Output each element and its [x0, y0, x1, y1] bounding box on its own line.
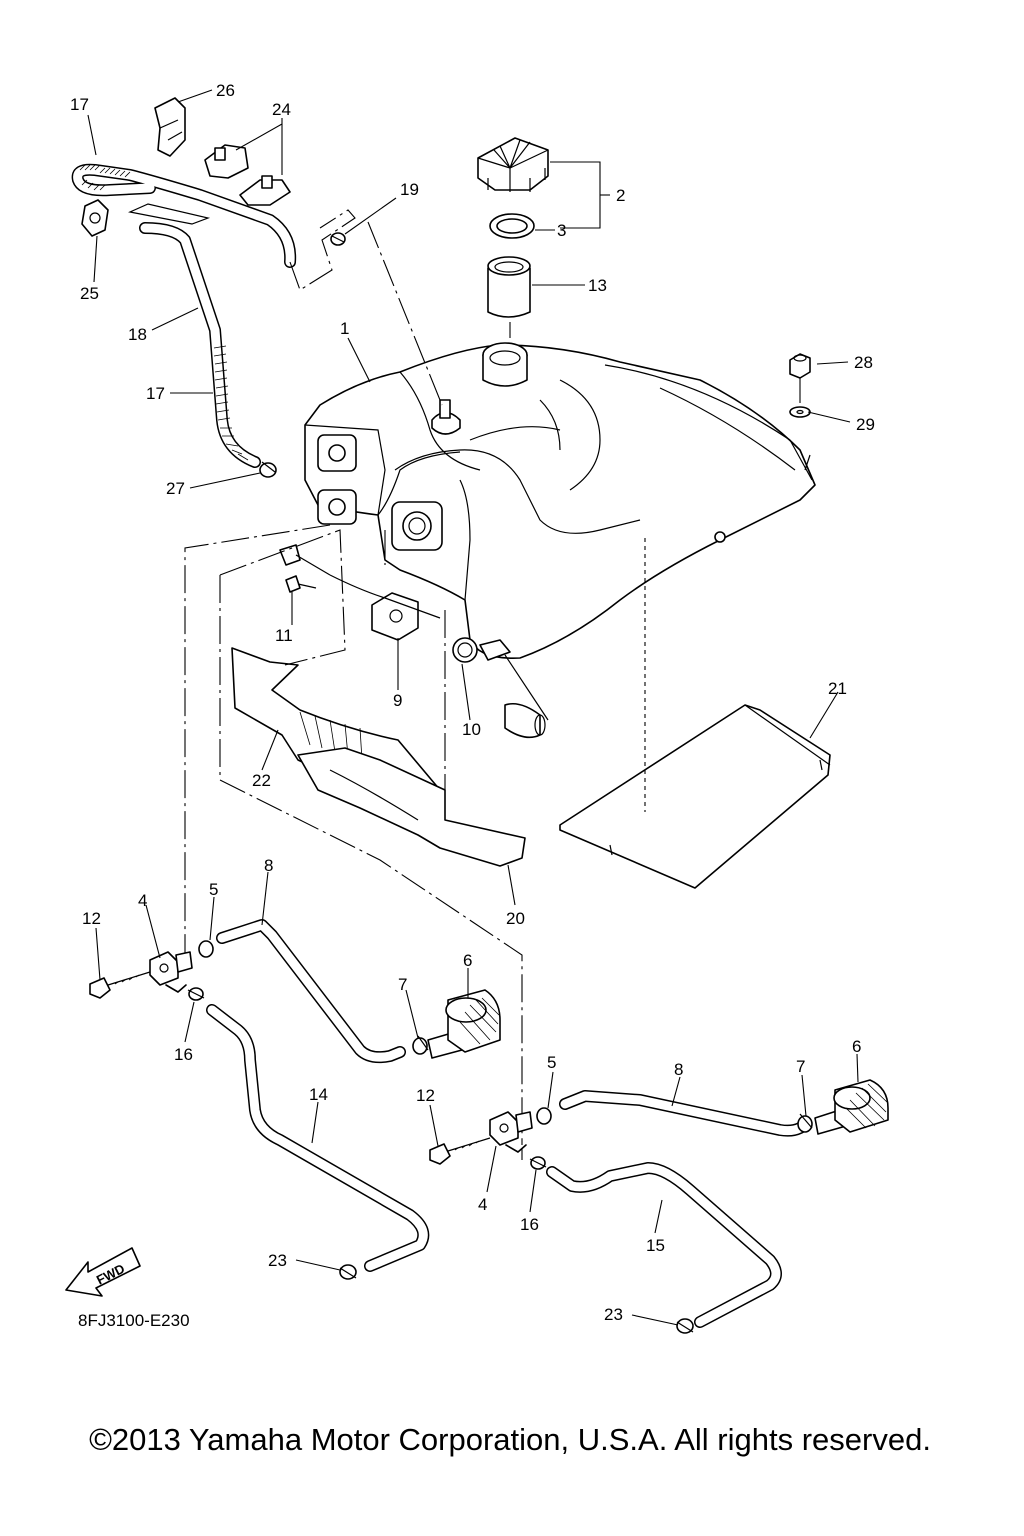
callout-18: 18 — [128, 325, 147, 344]
callout-19: 19 — [400, 180, 419, 199]
callout-23-right: 23 — [604, 1305, 623, 1324]
callout-17-top: 17 — [70, 95, 89, 114]
ref-line-a — [219, 529, 346, 666]
callout-5-right: 5 — [547, 1053, 556, 1072]
callout-9: 9 — [393, 691, 402, 710]
fuel-hose-15[interactable] — [546, 1162, 782, 1328]
fuel-hose-8-left[interactable] — [216, 919, 406, 1064]
hose-clip-26[interactable] — [154, 97, 186, 157]
copyright-notice: ©2013 Yamaha Motor Corporation, U.S.A. A… — [89, 1422, 931, 1457]
callout-7-right: 7 — [796, 1057, 805, 1076]
bolt-12-left[interactable] — [89, 971, 151, 999]
clamp-23-left[interactable] — [339, 1264, 357, 1280]
callout-27: 27 — [166, 479, 185, 498]
callout-12-left: 12 — [82, 909, 101, 928]
callout-6-right: 6 — [852, 1037, 861, 1056]
callout-8-right: 8 — [674, 1060, 683, 1079]
callout-20: 20 — [506, 909, 525, 928]
fuel-cap[interactable] — [477, 137, 549, 192]
clamp-16-right[interactable] — [529, 1156, 547, 1170]
hose-clip-25[interactable] — [81, 199, 109, 237]
callout-4-left: 4 — [138, 891, 147, 910]
fuel-filter-left[interactable] — [427, 989, 501, 1059]
fuel-tank[interactable] — [304, 342, 816, 659]
leader-lines — [87, 89, 859, 1326]
callout-10: 10 — [462, 720, 481, 739]
fuel-sender-unit[interactable] — [279, 544, 441, 641]
callout-28: 28 — [854, 353, 873, 372]
callout-2: 2 — [616, 186, 625, 205]
heat-shield-21[interactable] — [559, 704, 831, 889]
routing-line — [289, 209, 356, 291]
vent-valve[interactable] — [330, 232, 346, 246]
clamp-7-right[interactable] — [797, 1113, 813, 1133]
breather-hose-lower[interactable] — [139, 222, 261, 468]
washer-29[interactable] — [789, 406, 811, 418]
fuel-strainer[interactable] — [487, 256, 531, 318]
callout-23-left: 23 — [268, 1251, 287, 1270]
fuel-hose-14[interactable] — [206, 1004, 430, 1272]
callout-1: 1 — [340, 319, 349, 338]
callout-26: 26 — [216, 81, 235, 100]
fuel-cock-left[interactable] — [149, 951, 193, 993]
forward-arrow-icon: FWD — [65, 1247, 141, 1297]
callout-16-right: 16 — [520, 1215, 539, 1234]
callout-25: 25 — [80, 284, 99, 303]
hose-clamp-27[interactable] — [259, 461, 277, 478]
callout-15: 15 — [646, 1236, 665, 1255]
fuel-hose-8-right[interactable] — [559, 1090, 806, 1137]
callout-3: 3 — [557, 221, 566, 240]
clamp-16-left[interactable] — [187, 987, 205, 1001]
callout-6-left: 6 — [463, 951, 472, 970]
ref-line-b — [219, 575, 523, 1160]
callout-17-side: 17 — [146, 384, 165, 403]
heat-shield-20[interactable] — [297, 747, 526, 867]
callout-21: 21 — [828, 679, 847, 698]
hose-sleeve — [128, 203, 211, 225]
callout-labels: 1 2 3 4 4 5 5 6 6 7 7 8 8 9 10 11 12 12 … — [70, 81, 875, 1324]
hose-clip-24-lower[interactable] — [239, 175, 291, 206]
fuel-pump[interactable] — [452, 637, 549, 739]
bolt-12-right[interactable] — [429, 1137, 491, 1165]
hose-clip-24-upper[interactable] — [204, 144, 249, 179]
callout-16-left: 16 — [174, 1045, 193, 1064]
callout-11: 11 — [275, 626, 293, 645]
fuel-cock-right[interactable] — [489, 1111, 533, 1153]
seal-5-left[interactable] — [198, 940, 214, 958]
callout-14: 14 — [309, 1085, 328, 1104]
callout-12-right: 12 — [416, 1086, 435, 1105]
seal-5-right[interactable] — [536, 1107, 552, 1125]
callout-24: 24 — [272, 100, 291, 119]
diagram-code: 8FJ3100-E230 — [78, 1311, 190, 1330]
callout-22: 22 — [252, 771, 271, 790]
breather-hose-upper[interactable] — [71, 163, 297, 268]
callout-4-right: 4 — [478, 1195, 487, 1214]
fuel-filter-right[interactable] — [814, 1079, 889, 1135]
nut-28[interactable] — [789, 353, 811, 379]
callout-8-left: 8 — [264, 856, 273, 875]
bolt-11[interactable] — [285, 575, 317, 593]
clamp-23-right[interactable] — [676, 1318, 694, 1334]
clamp-7-left[interactable] — [412, 1035, 429, 1055]
cap-gasket[interactable] — [489, 213, 535, 239]
callout-7-left: 7 — [398, 975, 407, 994]
fwd-label: FWD — [94, 1261, 127, 1288]
callout-5-left: 5 — [209, 880, 218, 899]
callout-29: 29 — [856, 415, 875, 434]
ref-line-e — [184, 524, 331, 960]
callout-13: 13 — [588, 276, 607, 295]
